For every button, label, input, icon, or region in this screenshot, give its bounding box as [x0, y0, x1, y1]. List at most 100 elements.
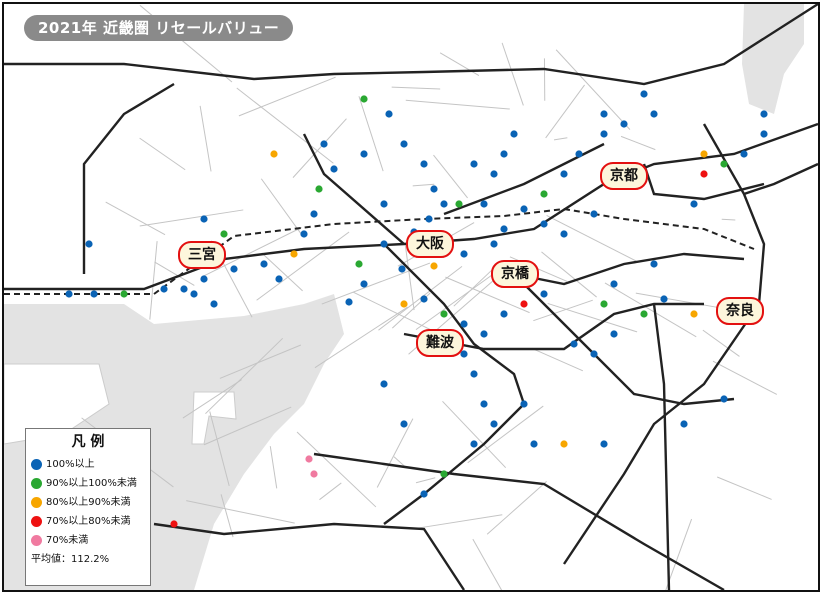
sub-line [154, 261, 195, 286]
station-dot [385, 110, 393, 118]
legend-item: 100%以上 [26, 455, 150, 474]
station-dot [760, 130, 768, 138]
legend-label: 100%以上 [46, 458, 95, 470]
station-dot [480, 330, 488, 338]
sub-line [545, 84, 585, 139]
map-title: 2021年 近畿圏 リセールバリュー [24, 15, 294, 41]
station-dot [230, 265, 238, 273]
station-dot [720, 395, 728, 403]
station-dot [310, 470, 318, 478]
station-dot [520, 205, 528, 213]
station-dot [490, 420, 498, 428]
station-dot [220, 230, 228, 238]
sub-line [547, 302, 638, 333]
station-dot [650, 260, 658, 268]
city-label-nara: 奈良 [716, 297, 764, 325]
sub-line [531, 347, 584, 372]
station-dot [440, 470, 448, 478]
station-dot [200, 275, 208, 283]
station-dot [600, 440, 608, 448]
station-dot [430, 185, 438, 193]
station-dot [510, 130, 518, 138]
station-dot [315, 185, 323, 193]
station-dot [65, 290, 73, 298]
station-dot [400, 420, 408, 428]
sub-line [405, 99, 510, 110]
legend-item: 90%以上100%未満 [26, 474, 150, 493]
sub-line [105, 201, 166, 236]
orange-dot-icon [31, 497, 42, 508]
sub-line [219, 344, 302, 379]
station-dot [360, 150, 368, 158]
main-lines [4, 4, 818, 590]
station-dot [500, 150, 508, 158]
sub-line [186, 500, 295, 524]
sub-line [260, 178, 302, 234]
sub-line [292, 118, 347, 178]
dashed-lines [4, 208, 755, 295]
station-dot [380, 380, 388, 388]
sub-line [716, 476, 772, 500]
sub-line [445, 276, 530, 314]
station-dot [520, 300, 528, 308]
sub-line [149, 241, 158, 320]
sub-line [472, 538, 503, 590]
station-dot [270, 150, 278, 158]
pink-dot-icon [31, 535, 42, 546]
station-dot [85, 240, 93, 248]
station-dot [760, 110, 768, 118]
station-dot [330, 165, 338, 173]
green-dot-icon [31, 478, 42, 489]
sub-line [391, 86, 441, 90]
sub-line [553, 137, 568, 141]
sub-line [417, 514, 503, 529]
legend-item: 80%以上90%未満 [26, 493, 150, 512]
sub-line [665, 518, 693, 590]
station-dot [275, 275, 283, 283]
station-dot [460, 320, 468, 328]
sub-line [236, 87, 334, 164]
station-dot [540, 220, 548, 228]
city-label-sannomiya: 三宮 [178, 241, 226, 269]
sub-line [486, 481, 547, 535]
sub-line [546, 215, 638, 263]
sub-line [314, 306, 408, 369]
station-dot [260, 260, 268, 268]
station-dot [560, 440, 568, 448]
legend-item: 70%以上80%未満 [26, 512, 150, 531]
station-dot [380, 240, 388, 248]
station-dot [470, 440, 478, 448]
station-dot [360, 280, 368, 288]
sub-line [433, 154, 468, 199]
city-label-namba: 難波 [416, 329, 464, 357]
station-dot [400, 140, 408, 148]
station-dot [430, 262, 438, 270]
station-dot [190, 290, 198, 298]
station-dot [460, 350, 468, 358]
station-dot [440, 200, 448, 208]
station-dot [600, 130, 608, 138]
station-dot [420, 295, 428, 303]
sub-line [199, 105, 212, 172]
station-dot [610, 280, 618, 288]
station-dot [660, 295, 668, 303]
sub-line [467, 405, 544, 464]
station-dot [440, 310, 448, 318]
station-dot [690, 310, 698, 318]
station-dot [490, 240, 498, 248]
sub-line [238, 76, 336, 117]
sub-line [393, 456, 406, 467]
station-dot [425, 215, 433, 223]
station-dot [530, 440, 538, 448]
sub-line [415, 477, 436, 484]
sub-line [412, 183, 435, 187]
red-dot-icon [31, 516, 42, 527]
station-dot [600, 110, 608, 118]
station-dot [500, 225, 508, 233]
station-dot [380, 200, 388, 208]
sub-line [533, 299, 593, 322]
station-dot [305, 455, 313, 463]
station-dot [210, 300, 218, 308]
station-dot [470, 370, 478, 378]
station-dot [310, 210, 318, 218]
